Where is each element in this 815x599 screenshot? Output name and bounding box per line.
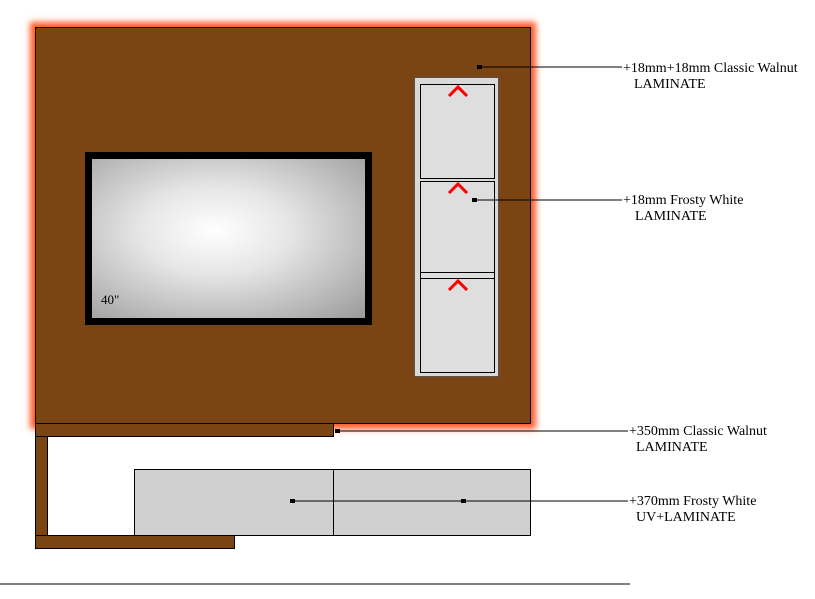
leader-marker [290,499,295,503]
callout-line2: LAMINATE [634,77,706,92]
leader-marker [477,65,482,69]
cabinet-door [420,181,495,275]
white-tall-cabinet [414,77,499,377]
callout-white-drawers: +370mm Frosty White UV+LAMINATE [629,494,756,526]
callout-white-cabinet: +18mm Frosty White LAMINATE [623,193,743,225]
lift-up-handle-icon [447,182,469,194]
lift-up-handle-icon [447,85,469,97]
callout-line1: +350mm Classic Walnut [629,424,767,439]
callout-line2: UV+LAMINATE [636,510,736,525]
callout-line1: +18mm Frosty White [623,193,744,208]
lift-up-handle-icon [447,279,469,291]
cabinet-door [420,84,495,179]
callout-walnut-panel: +18mm+18mm Classic Walnut LAMINATE [623,61,798,93]
leader-marker [461,499,466,503]
tv-size-label: 40" [101,292,120,307]
leader-marker [472,198,477,202]
drawer-divider [333,470,334,535]
callout-line1: +370mm Frosty White [629,494,757,509]
callout-line2: LAMINATE [635,209,707,224]
leader-marker [335,429,340,433]
tv-screen: 40" [92,159,365,318]
callout-line1: +18mm+18mm Classic Walnut [623,61,798,76]
tv: 40" [85,152,372,325]
callout-walnut-shelf: +350mm Classic Walnut LAMINATE [629,424,767,456]
cabinet-door [420,278,495,373]
callout-line2: LAMINATE [636,440,708,455]
walnut-shelf [35,423,334,437]
